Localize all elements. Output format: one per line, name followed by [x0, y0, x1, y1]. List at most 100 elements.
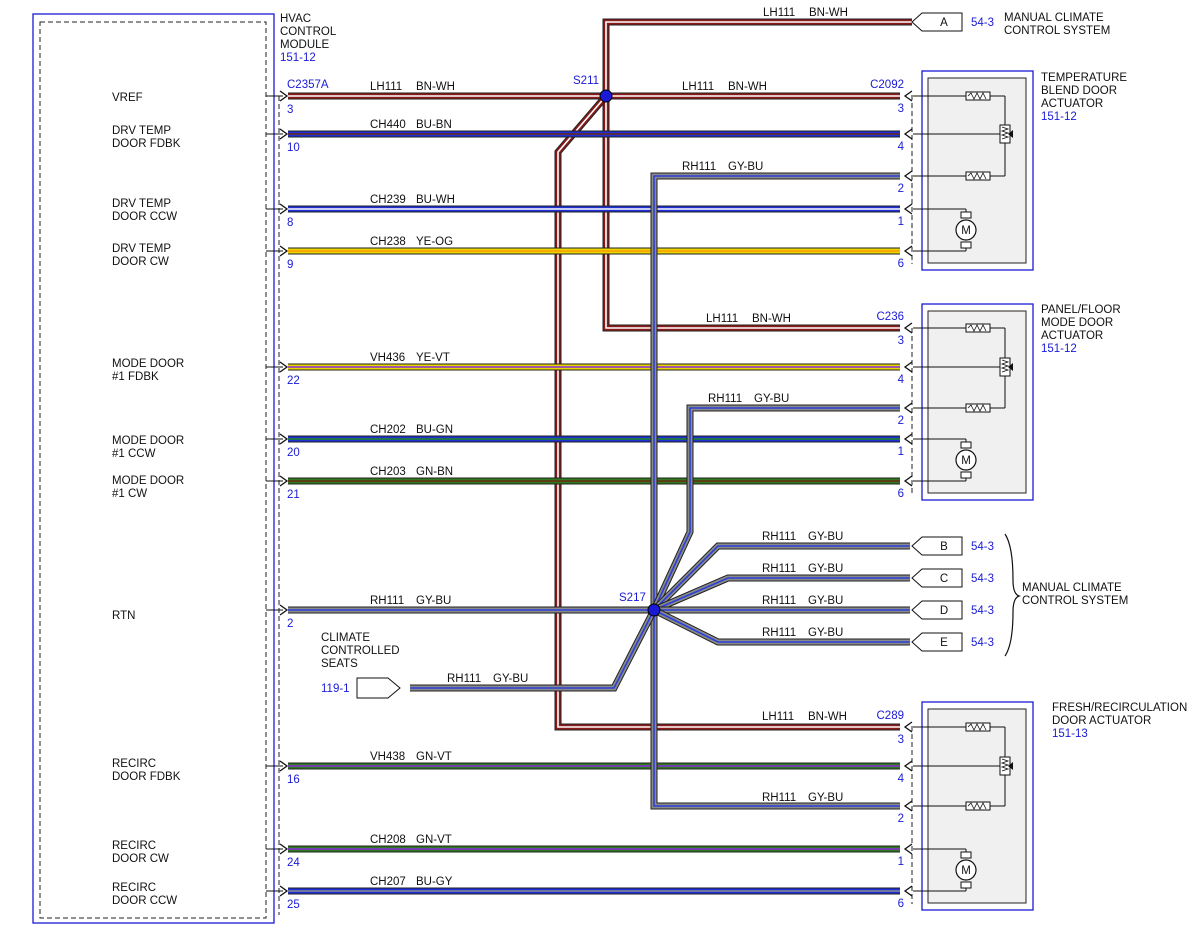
seats-title: CLIMATE: [321, 632, 370, 644]
connector-arrow: [903, 843, 913, 855]
potentiometer-zigzag: [1000, 758, 1010, 772]
resistor-symbol: [965, 403, 991, 413]
reference-letter: D: [940, 605, 948, 617]
wire-rh111-ref-e-stripe: [653, 609, 910, 643]
connector-arrow: [279, 90, 289, 102]
wire-circuit-label: LH111: [763, 7, 795, 19]
actuator-connector: C236: [877, 311, 905, 323]
resistor-zigzag: [967, 802, 987, 810]
module-pin-label: DRV TEMP: [112, 243, 171, 255]
wire-color-label: BN-WH: [728, 81, 767, 93]
wire-rh111-ref-b-stripe: [653, 545, 910, 611]
reference-page: 54-3: [971, 605, 994, 617]
actuator-ref: 151-12: [1041, 343, 1077, 355]
module-ref: 151-12: [280, 52, 316, 64]
actuator-title: MODE DOOR: [1041, 317, 1113, 329]
wire-circuit-label: VH436: [370, 352, 405, 364]
motor-brush: [960, 441, 972, 449]
actuator-title: PANEL/FLOOR: [1041, 304, 1121, 316]
actuator-ref: 151-13: [1052, 728, 1088, 740]
splice-dot: [599, 89, 613, 103]
wire-color-label: GY-BU: [808, 563, 843, 575]
wire-color-label: GY-BU: [808, 595, 843, 607]
motor-symbol: [955, 449, 977, 471]
wire-color-label: GN-VT: [416, 751, 452, 763]
actuator-title: ACTUATOR: [1041, 330, 1103, 342]
resistor-zigzag: [967, 324, 987, 332]
wire-circuit-label: CH239: [370, 194, 406, 206]
module-pin-label: #1 FDBK: [112, 371, 159, 383]
actuator-pin-number: 2: [898, 813, 904, 825]
module-pin-number: 10: [287, 142, 300, 154]
manual-climate-bracket-label: MANUAL CLIMATE: [1022, 582, 1122, 594]
actuator-pin-number: 2: [898, 415, 904, 427]
motor-label: M: [961, 865, 971, 877]
wire-lh111-ref-a-stripe: [605, 21, 912, 96]
actuator-ref: 151-12: [1041, 111, 1077, 123]
wire-circuit-label: CH208: [370, 834, 406, 846]
wiper-arrow: [1008, 130, 1013, 138]
text-layer: MMMHVACCONTROLMODULE151-12C2357AVREF3DRV…: [112, 7, 1187, 911]
module-pin-number: 3: [287, 104, 293, 116]
actuator-pin-number: 3: [898, 335, 904, 347]
actuator-title: ACTUATOR: [1041, 98, 1103, 110]
wire-color-label: BN-WH: [809, 7, 848, 19]
motor-label: M: [961, 225, 971, 237]
reference-bracket: [1004, 533, 1021, 657]
splice-label: S211: [573, 75, 599, 87]
motor-symbol: [955, 859, 977, 881]
wire-color-label: GY-BU: [416, 595, 451, 607]
wire-circuit-label: CH202: [370, 424, 406, 436]
actuator-pin-number: 4: [898, 141, 905, 153]
wire-color-label: GY-BU: [808, 627, 843, 639]
module-outline: [32, 13, 275, 924]
actuator-pin-number: 2: [898, 183, 904, 195]
resistor-symbol: [965, 171, 991, 181]
wiper-arrow: [1008, 762, 1013, 770]
wire-color-label: GY-BU: [493, 673, 528, 685]
wire-circuit-label: RH111: [447, 673, 481, 685]
manual-climate-label: MANUAL CLIMATE: [1004, 12, 1104, 24]
seats-title: CONTROLLED: [321, 645, 400, 657]
wire-circuit-label: VH438: [370, 751, 405, 763]
connector-arrow: [279, 475, 289, 487]
motor-brush: [960, 851, 972, 859]
module-pin-label: DOOR CCW: [112, 211, 177, 223]
wire-color-label: BU-WH: [416, 194, 455, 206]
actuator-title: DOOR ACTUATOR: [1052, 715, 1151, 727]
actuator-pin-number: 6: [898, 258, 904, 270]
module-pin-label: DOOR CW: [112, 256, 169, 268]
module-title: MODULE: [280, 39, 330, 51]
wire-color-label: BU-GY: [416, 876, 453, 888]
resistor-zigzag: [967, 404, 987, 412]
wire-color-label: GY-BU: [754, 393, 789, 405]
resistor-symbol: [965, 91, 991, 101]
module-title: HVAC: [280, 13, 311, 25]
wire-color-label: BN-WH: [416, 81, 455, 93]
module-pin-number: 22: [287, 375, 300, 387]
module-pin-label: RTN: [112, 610, 135, 622]
wire-circuit-label: LH111: [682, 81, 714, 93]
actuator-pin-number: 3: [898, 103, 904, 115]
actuator-title: FRESH/RECIRCULATION: [1052, 702, 1187, 714]
reference-page: 54-3: [971, 541, 994, 553]
wire-circuit-label: RH111: [762, 627, 796, 639]
wire-color-label: YE-VT: [416, 352, 450, 364]
module-pin-label: DOOR CCW: [112, 895, 177, 907]
connector-arrow: [903, 885, 913, 897]
wire-color-label: YE-OG: [416, 236, 453, 248]
module-pin-number: 24: [287, 857, 300, 869]
connector-arrow: [279, 843, 289, 855]
wires-layer: [288, 18, 912, 895]
module-pin-number: 9: [287, 259, 293, 271]
connector-arrow: [279, 433, 289, 445]
module-pin-number: 25: [287, 899, 300, 911]
actuator-body: [927, 77, 1027, 264]
actuator-outline: [921, 70, 1034, 271]
reference-connector: [911, 600, 963, 620]
module-pin-number: 20: [287, 447, 300, 459]
reference-page: 54-3: [971, 637, 994, 649]
module-title: CONTROL: [280, 26, 337, 38]
actuator-outline: [921, 303, 1034, 501]
connector-arrow: [903, 90, 913, 102]
